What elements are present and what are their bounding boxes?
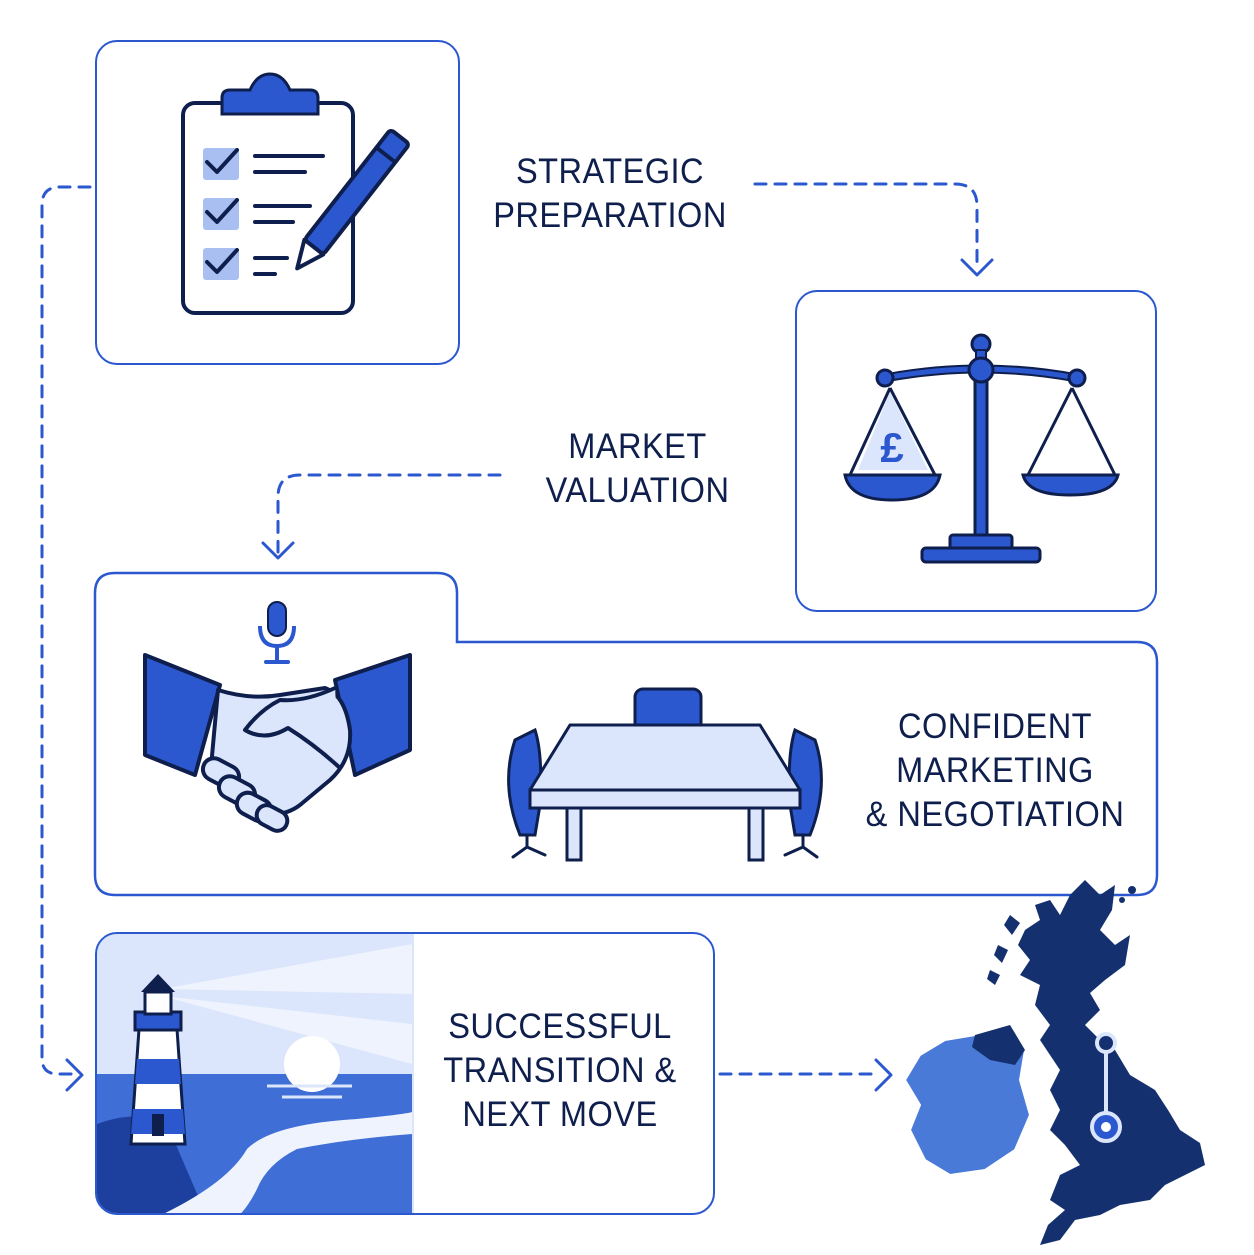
clipboard-checklist-icon [181, 72, 410, 315]
ireland-shape [903, 1023, 1032, 1177]
northern-ireland-shape [972, 1025, 1025, 1065]
arrowhead-right-icon [874, 1058, 893, 1092]
connector-prep-to-transition [40, 185, 92, 1076]
great-britain-shape [1018, 880, 1205, 1245]
lighthouse-scene-icon [97, 934, 412, 1213]
step-card-transition [95, 932, 715, 1215]
handshake-icon [143, 653, 412, 833]
arrowhead-down-icon [960, 258, 994, 277]
scales-pound-icon: £ [843, 333, 1120, 564]
meeting-table-icon [507, 687, 823, 862]
arrowhead-right-icon [65, 1058, 84, 1092]
connector-valuation-to-negotiation [276, 473, 502, 554]
microphone-icon [258, 601, 296, 664]
uk-ireland-map-icon [903, 880, 1205, 1245]
pound-symbol: £ [880, 424, 903, 471]
connector-prep-to-valuation [753, 182, 979, 270]
arrowhead-down-icon [261, 541, 295, 560]
